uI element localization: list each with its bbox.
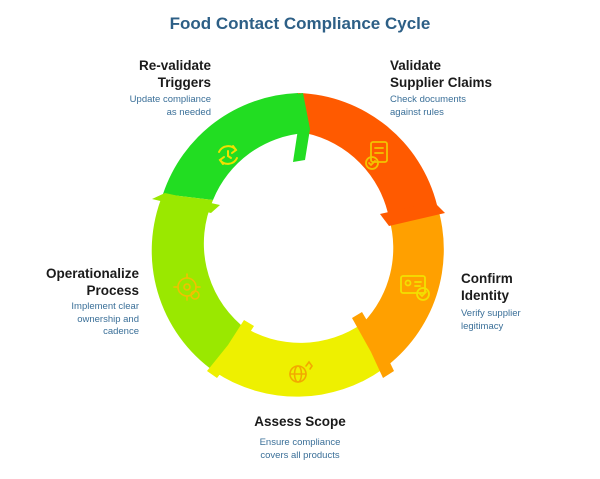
chevron-bottom-left [207, 320, 254, 378]
diagram-title: Food Contact Compliance Cycle [169, 14, 431, 33]
segment-validate-supplier-claims [298, 93, 437, 218]
chevron-right-lower [352, 312, 394, 378]
stage-title-confirm-identity: Confirm Identity [461, 271, 513, 303]
refresh-clock-icon [218, 145, 238, 165]
chevron-top [291, 93, 310, 162]
globe-hand-icon [289, 360, 313, 383]
stage-desc-revalidate-triggers: Update compliance as needed [129, 94, 211, 118]
stage-title-validate-supplier-claims: Validate Supplier Claims [390, 58, 493, 90]
gear-settings-icon [173, 273, 201, 301]
stage-title-operationalize-process: Operationalize Process [45, 266, 139, 298]
document-check-icon [365, 141, 388, 170]
stage-desc-confirm-identity: Verify supplier legitimacy [461, 308, 521, 332]
stage-desc-operationalize-process: Implement clear ownership and cadence [71, 301, 139, 337]
segment-assess-scope [215, 323, 383, 397]
chevron-right-upper [380, 202, 445, 226]
stage-desc-assess-scope: Ensure compliance covers all products [259, 437, 341, 461]
stage-title-assess-scope: Assess Scope [254, 414, 346, 429]
segment-operationalize-process [151, 194, 241, 372]
stage-title-revalidate-triggers: Re-validate Triggers [138, 58, 211, 90]
id-card-check-icon [400, 275, 430, 301]
stage-desc-validate-supplier-claims: Check documents against rules [390, 94, 467, 118]
chevron-left [152, 193, 220, 213]
segment-confirm-identity [363, 205, 444, 369]
